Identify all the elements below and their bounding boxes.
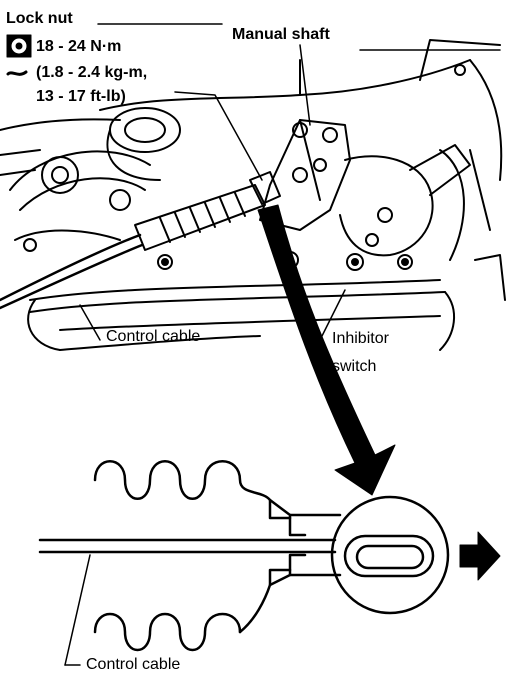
bottom-leader bbox=[64, 554, 91, 666]
transmission-illustration bbox=[0, 39, 506, 351]
dash-icon bbox=[6, 70, 28, 76]
cable-detail bbox=[38, 460, 450, 652]
torque-ftlb-label: 13 - 17 ft-lb) bbox=[36, 88, 126, 105]
control-cable-top-label: Control cable bbox=[106, 328, 201, 345]
leader-lines bbox=[79, 23, 501, 341]
right-arrow-icon bbox=[459, 531, 501, 581]
switch-label: switch bbox=[332, 358, 377, 375]
torque-kgm-label: (1.8 - 2.4 kg-m, bbox=[36, 64, 148, 81]
torque-nm-label: 18 - 24 N·m bbox=[36, 38, 122, 55]
torque-wrench-icon bbox=[6, 34, 32, 58]
manual-shaft-label: Manual shaft bbox=[232, 26, 330, 43]
lock-nut-label: Lock nut bbox=[6, 10, 73, 27]
inhibitor-label: Inhibitor bbox=[332, 330, 389, 347]
detail-arrow bbox=[257, 204, 396, 496]
control-cable-bottom-label: Control cable bbox=[86, 656, 181, 673]
